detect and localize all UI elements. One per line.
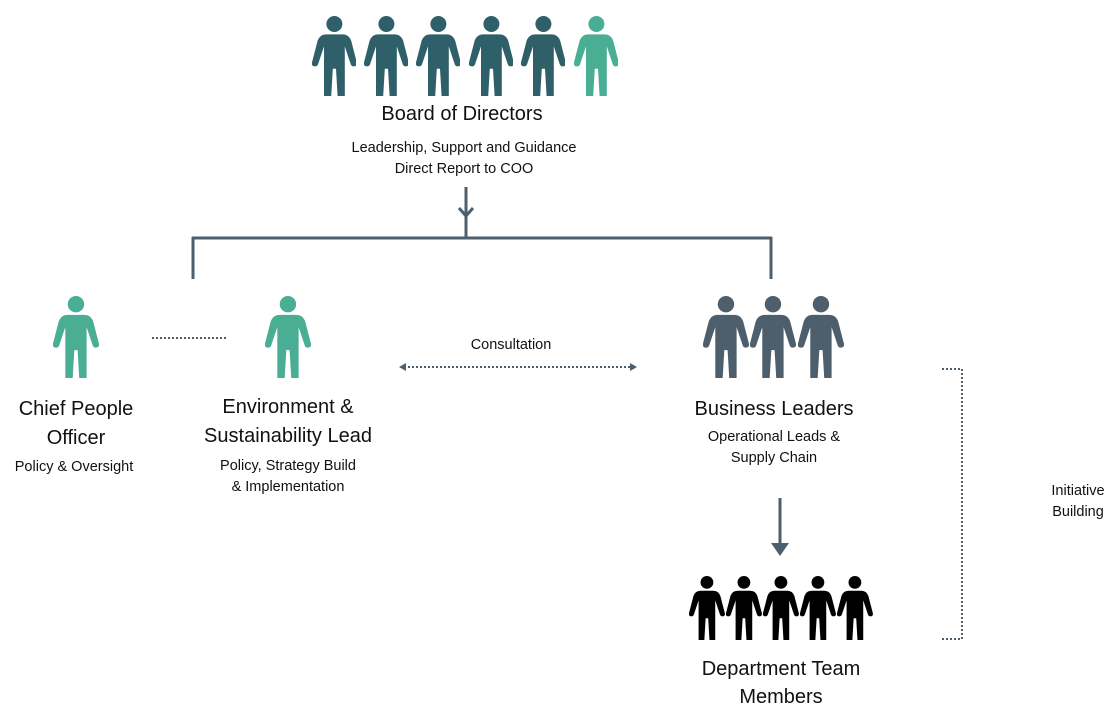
esl-title-line1: Environment & (222, 396, 354, 418)
business-leader-person-icon (703, 296, 749, 378)
esl-person-icon (265, 296, 311, 378)
initiative-label-line2: Building (1052, 504, 1104, 520)
esl-title-line2: Sustainability Lead (204, 425, 372, 447)
board-member-person-icon (468, 16, 514, 96)
cpo-person-icon (53, 296, 99, 378)
board-title: Board of Directors (381, 103, 543, 125)
esl-subtitle-line1: Policy, Strategy Build (220, 458, 356, 474)
department-member-person-icon (763, 576, 799, 640)
board-subtitle-line2: Direct Report to COO (394, 161, 534, 177)
board-down-arrowhead (457, 207, 475, 219)
consultation-arrow-left (399, 363, 406, 371)
department-member-person-icon (689, 576, 725, 640)
department-title-line1: Department Team (701, 658, 861, 680)
board-member-person-icon (573, 16, 619, 96)
board-subtitle-line1: Leadership, Support and Guidance (351, 140, 577, 156)
department-member-person-icon (726, 576, 762, 640)
business-subtitle-line1: Operational Leads & (707, 429, 841, 445)
esl-subtitle-line2: & Implementation (231, 479, 345, 495)
board-member-person-icon (415, 16, 461, 96)
business-leader-person-icon (750, 296, 796, 378)
board-member-person-icon (311, 16, 357, 96)
business-subtitle-line2: Supply Chain (730, 450, 818, 466)
department-member-person-icon (837, 576, 873, 640)
department-title-line2: Members (739, 686, 823, 708)
board-member-person-icon (363, 16, 409, 96)
initiative-label-line1: Initiative (1051, 483, 1105, 499)
cpo-subtitle: Policy & Oversight (14, 459, 134, 475)
business-down-arrowhead (771, 543, 789, 556)
cpo-title-line1: Chief People (18, 398, 134, 420)
business-leader-person-icon (798, 296, 844, 378)
business-title: Business Leaders (694, 398, 854, 420)
consultation-label: Consultation (470, 337, 552, 353)
consultation-arrow-right (630, 363, 637, 371)
board-member-person-icon (520, 16, 566, 96)
department-member-person-icon (800, 576, 836, 640)
cpo-title-line2: Officer (46, 427, 106, 449)
